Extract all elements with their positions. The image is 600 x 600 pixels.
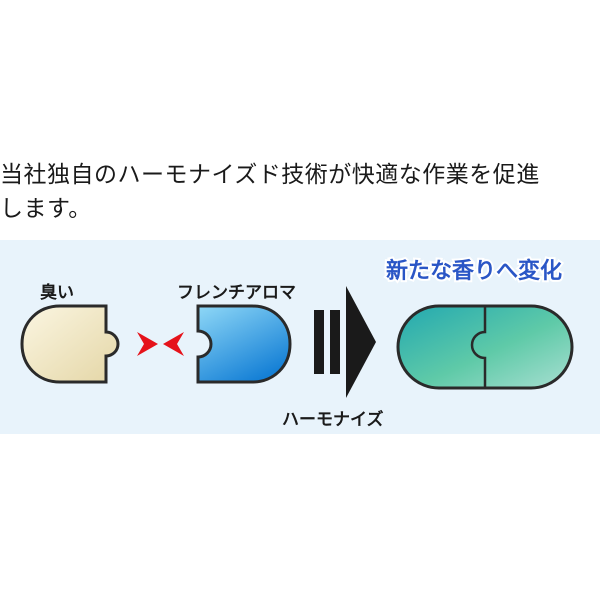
intro-line-1: 当社独自のハーモナイズド技術が快適な作業を促進 <box>0 162 540 188</box>
harmonize-diagram-panel: 臭い フレンチアロマ ハーモナイズ 新たな香りへ変化 <box>0 240 600 434</box>
intro-line-2: します。 <box>0 196 92 222</box>
process-arrow-icon <box>314 286 376 398</box>
odor-puzzle-piece-icon <box>20 304 120 384</box>
odor-label: 臭い <box>40 282 74 303</box>
intro-text: 当社独自のハーモナイズド技術が快適な作業を促進 します。 <box>0 158 600 226</box>
process-label: ハーモナイズ <box>282 409 384 430</box>
clash-arrows-icon <box>137 332 184 356</box>
aroma-puzzle-piece-icon <box>196 304 292 384</box>
aroma-label: フレンチアロマ <box>177 283 296 303</box>
result-title: 新たな香りへ変化 <box>386 258 562 284</box>
harmonize-diagram: 臭い フレンチアロマ ハーモナイズ 新たな香りへ変化 <box>20 256 574 430</box>
combined-capsule-icon <box>396 304 574 390</box>
